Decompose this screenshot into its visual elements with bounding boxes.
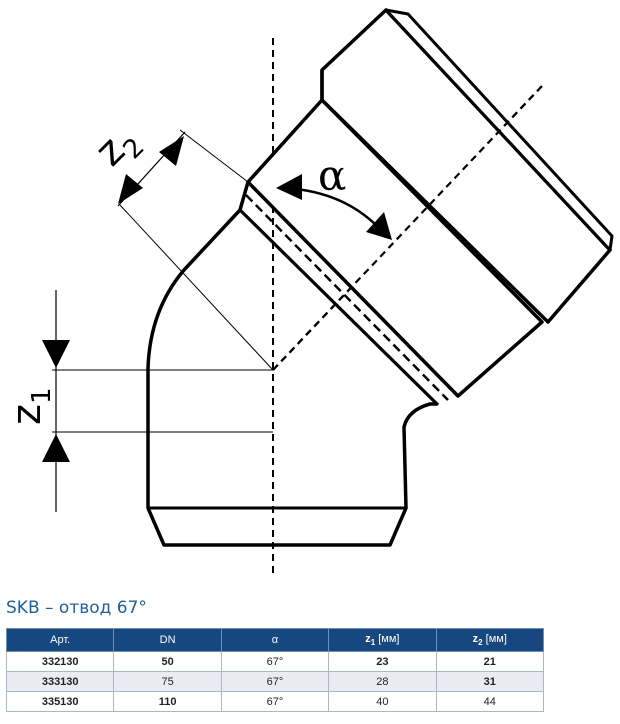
z1-label: z1 (4, 387, 57, 425)
table-row: 335130 110 67° 40 44 (5, 691, 545, 712)
joint-band-inner (238, 208, 440, 407)
z1-arrow-bottom-icon (42, 434, 70, 462)
cell-dn: 110 (113, 691, 222, 712)
pipe-bend-drawing: z1 z2 α (4, 8, 614, 578)
z2-extension-1 (119, 204, 274, 371)
alpha-arrow-right-icon (366, 212, 392, 240)
pipe-body-outline (146, 181, 437, 547)
joint-band-cap (238, 181, 250, 211)
cell-dn: 50 (113, 651, 222, 672)
header-z1: z1 [мм] (328, 628, 437, 652)
header-dn: DN (113, 628, 222, 652)
cell-art: 333130 (5, 671, 115, 692)
cell-dn: 75 (113, 671, 222, 692)
cell-art: 335130 (5, 691, 115, 712)
header-art: Арт. (5, 628, 115, 652)
alpha-label: α (318, 151, 346, 200)
z2-extension-2 (179, 129, 249, 183)
cell-alpha: 67° (220, 691, 330, 712)
z2-label: z2 (87, 116, 151, 180)
table-header-row: Арт. DN α z1 [мм] z2 [мм] (5, 628, 545, 652)
cell-art: 332130 (5, 651, 115, 672)
upper-socket-body (246, 98, 544, 398)
table-row: 332130 50 67° 23 21 (5, 651, 545, 672)
inclined-axis-over-socket (272, 85, 543, 371)
cell-z1: 28 (328, 671, 437, 692)
spec-table: Арт. DN α z1 [мм] z2 [мм] 332130 50 67° … (5, 628, 545, 712)
table-row: 333130 75 67° 28 31 (5, 671, 545, 692)
cell-z2: 21 (435, 651, 545, 672)
z2-arrow-top-icon (159, 136, 184, 166)
header-alpha: α (220, 628, 330, 652)
cell-z1: 23 (328, 651, 437, 672)
product-title: SKB – отвод 67° (6, 598, 147, 618)
cell-alpha: 67° (220, 651, 330, 672)
z1-arrow-top-icon (42, 340, 70, 368)
alpha-arrow-left-icon (276, 174, 302, 200)
header-z2: z2 [мм] (435, 628, 545, 652)
joint-band-dashed (245, 194, 449, 401)
cell-alpha: 67° (220, 671, 330, 692)
cell-z1: 40 (328, 691, 437, 712)
z2-arrow-bottom-icon (118, 174, 143, 204)
cell-z2: 44 (435, 691, 545, 712)
cell-z2: 31 (435, 671, 545, 692)
